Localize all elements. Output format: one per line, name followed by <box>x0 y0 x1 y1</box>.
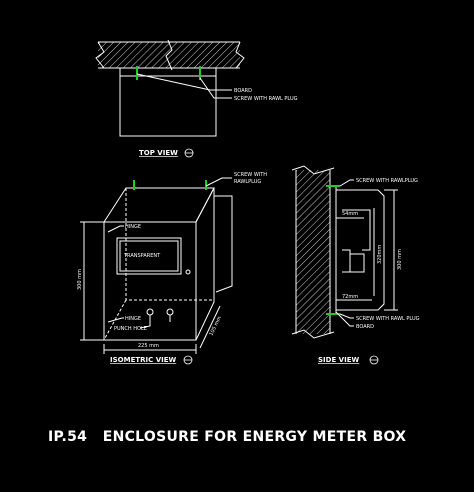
side-box-profile <box>336 189 385 311</box>
iso-right-bracket <box>214 195 233 293</box>
side-leader-screw-bottom <box>339 313 354 319</box>
side-dim-300-label: 300 mm <box>397 249 403 270</box>
side-view-symbol <box>369 355 379 365</box>
iso-screw-label: SCREW WITH <box>234 172 267 178</box>
side-box-inner-top <box>342 209 371 251</box>
top-wall-break-mid <box>165 39 173 71</box>
iso-hinge-top-label: HINGE <box>125 224 141 230</box>
top-leader-board <box>136 73 232 91</box>
iso-lock <box>185 269 191 275</box>
top-view-symbol <box>184 148 194 158</box>
iso-top-face <box>103 187 215 223</box>
iso-punch-hole-left <box>146 308 154 316</box>
iso-right-face <box>195 187 215 341</box>
side-leader-board <box>335 311 354 327</box>
iso-width-dim-label: 225 mm <box>138 343 159 349</box>
side-view <box>291 165 398 339</box>
side-dim-320-label: 320mm <box>377 245 383 264</box>
side-wall-break-bottom <box>291 329 335 339</box>
top-screw-label: SCREW WITH RAWL PLUG <box>234 96 298 102</box>
iso-window-outer <box>116 237 182 275</box>
top-wall-hatch <box>98 42 240 68</box>
iso-hinge-bottom-label: HINGE <box>125 316 141 322</box>
iso-punch-hole-right <box>166 308 174 316</box>
side-screw-top-label: SCREW WITH RAWLPLUG <box>356 178 418 184</box>
top-wall-break-right <box>235 41 245 69</box>
side-wall-hatch <box>296 170 330 334</box>
top-view <box>95 39 245 137</box>
side-leader-screw-top <box>339 179 354 187</box>
side-view-title: SIDE VIEW <box>318 356 359 364</box>
top-wall-break-left <box>95 41 105 69</box>
side-wall-break-top <box>291 165 335 175</box>
top-view-title: TOP VIEW <box>139 149 178 157</box>
iso-height-dim-label: 300 mm <box>77 269 83 290</box>
side-dim-72-label: 72mm <box>342 294 358 300</box>
side-dim-54-label: 54mm <box>342 211 358 217</box>
drawing-title: IP.54 ENCLOSURE FOR ENERGY METER BOX <box>48 429 406 445</box>
iso-view-title: ISOMETRIC VIEW <box>110 356 176 364</box>
side-board-label: BOARD <box>356 324 374 330</box>
side-screw-bottom-label: SCREW WITH RAWL PLUG <box>356 316 420 322</box>
top-board-label: BOARD <box>234 88 252 94</box>
side-box-inner-steps <box>342 249 351 273</box>
isometric-view <box>80 177 233 354</box>
side-box-inner-block <box>349 253 365 273</box>
iso-view-symbol <box>183 355 193 365</box>
iso-leader-hinge-top <box>107 225 124 233</box>
iso-window-inner <box>119 240 179 272</box>
iso-leader-hinge-bottom <box>107 317 124 323</box>
iso-punch-label: PUNCH HOLE <box>114 326 147 332</box>
iso-depth-dim <box>199 305 221 349</box>
iso-window-label: TRANSPARENT <box>123 253 161 259</box>
top-board <box>119 67 217 77</box>
side-board <box>329 185 337 315</box>
iso-leader-punch <box>139 322 151 329</box>
iso-leader-screw <box>205 177 232 187</box>
top-leader-screw <box>199 77 232 99</box>
iso-hidden-edges <box>125 188 214 301</box>
iso-screw-label-2: RAWLPLUG <box>234 179 261 185</box>
top-box <box>119 75 217 137</box>
